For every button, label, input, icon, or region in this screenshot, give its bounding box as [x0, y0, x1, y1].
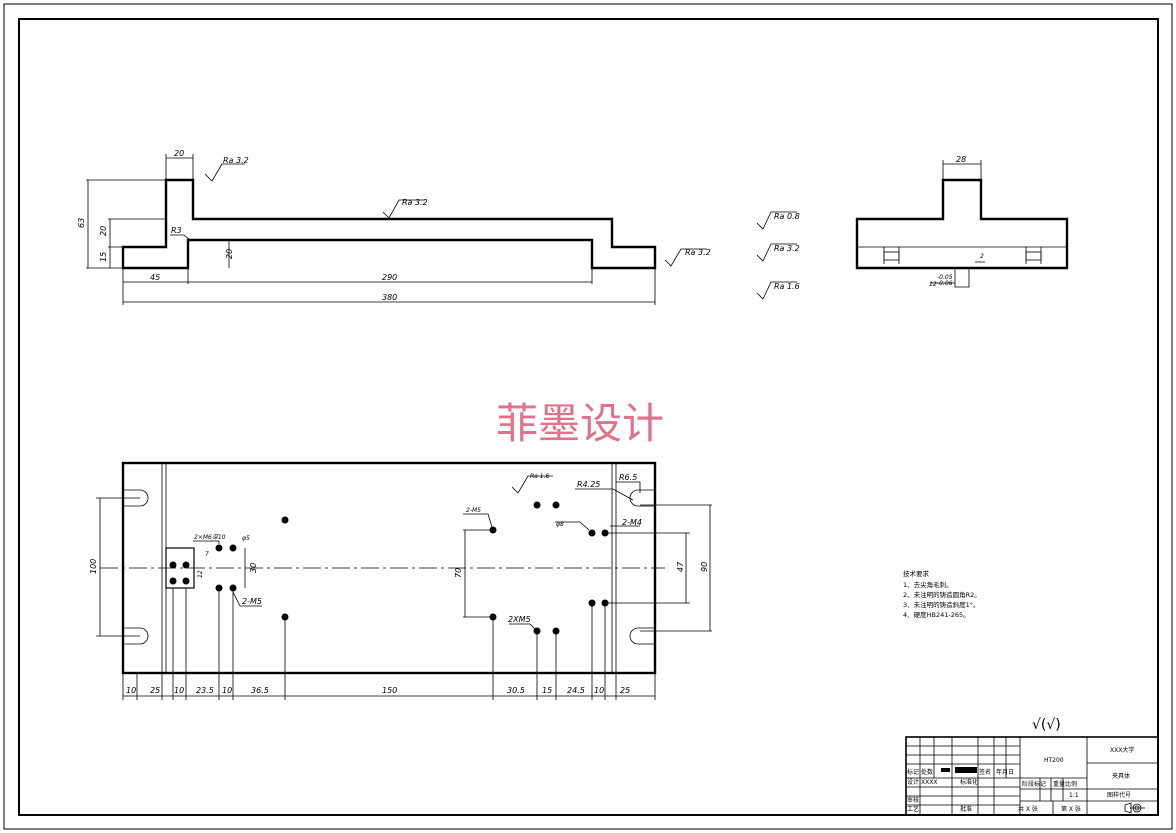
tb-process-label: 工艺 [907, 805, 919, 813]
side-dim-2: 2 [980, 253, 984, 260]
hdim-305: 30.5 [507, 686, 525, 695]
tb-material: HT200 [1044, 757, 1064, 764]
top-dim-70: 70 [454, 568, 463, 578]
hdim-10d: 10 [594, 686, 604, 695]
tb-sheets: 共 X 张 [1018, 805, 1038, 813]
top-2m4: 2-M4 [622, 518, 642, 527]
tech-req-item: 1、去尖角毛刺。 [903, 580, 953, 589]
tb-weight-label: 重量 [1053, 780, 1065, 788]
tb-approve-label: 批准 [960, 805, 972, 813]
top-dim-47: 47 [676, 561, 685, 572]
top-2m5-a: 2-M5 [466, 507, 481, 514]
tb-stage-label: 阶段标记 [1022, 780, 1046, 788]
tech-req-item: 3、未注明的铸造斜度1°。 [903, 600, 980, 609]
side-tol-a: -0.05 [937, 274, 953, 281]
front-dim-20b: 20 [99, 226, 108, 236]
tb-school: XXX大学 [1110, 746, 1134, 754]
top-2m5-c: 2-M5 [242, 597, 262, 606]
top-r425: R4.25 [577, 480, 600, 489]
tb-count-label: 处数 [921, 768, 933, 776]
front-view [86, 154, 707, 305]
top-2m6: 2×M6深10 [194, 534, 226, 541]
hdim-245: 24.5 [567, 686, 585, 695]
top-phi8: φ8 [556, 521, 564, 528]
front-ra-3: Ra 3.2 [685, 248, 711, 257]
tb-sign-label: 签名 [979, 768, 991, 776]
tb-scale: 1:1 [1069, 792, 1079, 799]
outer-frame [3, 3, 1173, 830]
front-dim-45: 45 [150, 273, 160, 282]
front-dim-20: 20 [174, 149, 184, 158]
hdim-235: 23.5 [196, 686, 214, 695]
front-ra-1: Ra 3.2 [223, 156, 249, 165]
hdim-10c: 10 [222, 686, 232, 695]
front-r3: R3 [171, 226, 182, 235]
front-dim-290: 290 [382, 273, 397, 282]
top-r65: R6.5 [619, 473, 637, 482]
front-ra-2: Ra 3.2 [402, 198, 428, 207]
side-tol-b: -0.06 [937, 280, 953, 287]
top-view [96, 461, 712, 700]
hdim-10a: 10 [126, 686, 136, 695]
top-dim-90: 90 [700, 562, 709, 572]
tb-designer: XXXX [921, 779, 937, 786]
roughness-legend [756, 211, 797, 300]
hdim-25b: 25 [620, 686, 630, 695]
top-phi5: φ5 [242, 535, 250, 542]
inner-frame [18, 18, 1159, 816]
top-ra-16: Ra 1.6 [530, 473, 549, 480]
top-dim-7: 7 [205, 551, 209, 558]
legend-ra-08: Ra 0.8 [774, 212, 800, 221]
watermark: 菲墨设计 [496, 399, 664, 448]
tb-drawing-no-label: 图样代号 [1107, 791, 1131, 799]
top-2m5-b: 2XM5 [508, 615, 531, 624]
top-dim-30: 30 [249, 563, 258, 573]
surface-roughness-symbol: √(√) [1032, 717, 1061, 733]
legend-ra-16: Ra 1.6 [774, 282, 800, 291]
hdim-25a: 25 [150, 686, 160, 695]
tech-req-item: 4、硬度HB241-265。 [903, 610, 970, 619]
side-dim-12: 12 [929, 281, 937, 288]
tb-sheet: 第 X 张 [1061, 805, 1081, 813]
side-dim-28: 28 [956, 155, 966, 164]
front-dim-380: 380 [382, 293, 397, 302]
tech-req-item: 2、未注明的铸造圆角R2。 [903, 590, 981, 599]
tb-part-name: 夹具体 [1112, 772, 1130, 780]
tb-scale-label: 比例 [1065, 780, 1077, 788]
legend-ra-32: Ra 3.2 [774, 244, 800, 253]
hdim-365: 36.5 [251, 686, 269, 695]
tb-mark-label: 标记 [907, 768, 919, 776]
hdim-150: 150 [382, 686, 397, 695]
title-block [905, 736, 1159, 816]
tb-design-label: 设计 [907, 778, 919, 786]
hdim-10b: 10 [174, 686, 184, 695]
tb-std-label: 标准化 [960, 778, 978, 786]
top-dim-12: 12 [197, 570, 204, 578]
tech-req-title: 技术要求 [903, 569, 930, 578]
hdim-15: 15 [542, 686, 552, 695]
side-view [855, 160, 1069, 288]
front-dim-15: 15 [99, 252, 108, 262]
front-dim-20c: 20 [225, 249, 234, 259]
tb-date-label: 年月日 [996, 768, 1014, 776]
top-dim-100: 100 [89, 559, 98, 574]
tb-review-label: 审核 [907, 796, 919, 804]
front-dim-63: 63 [77, 218, 86, 228]
